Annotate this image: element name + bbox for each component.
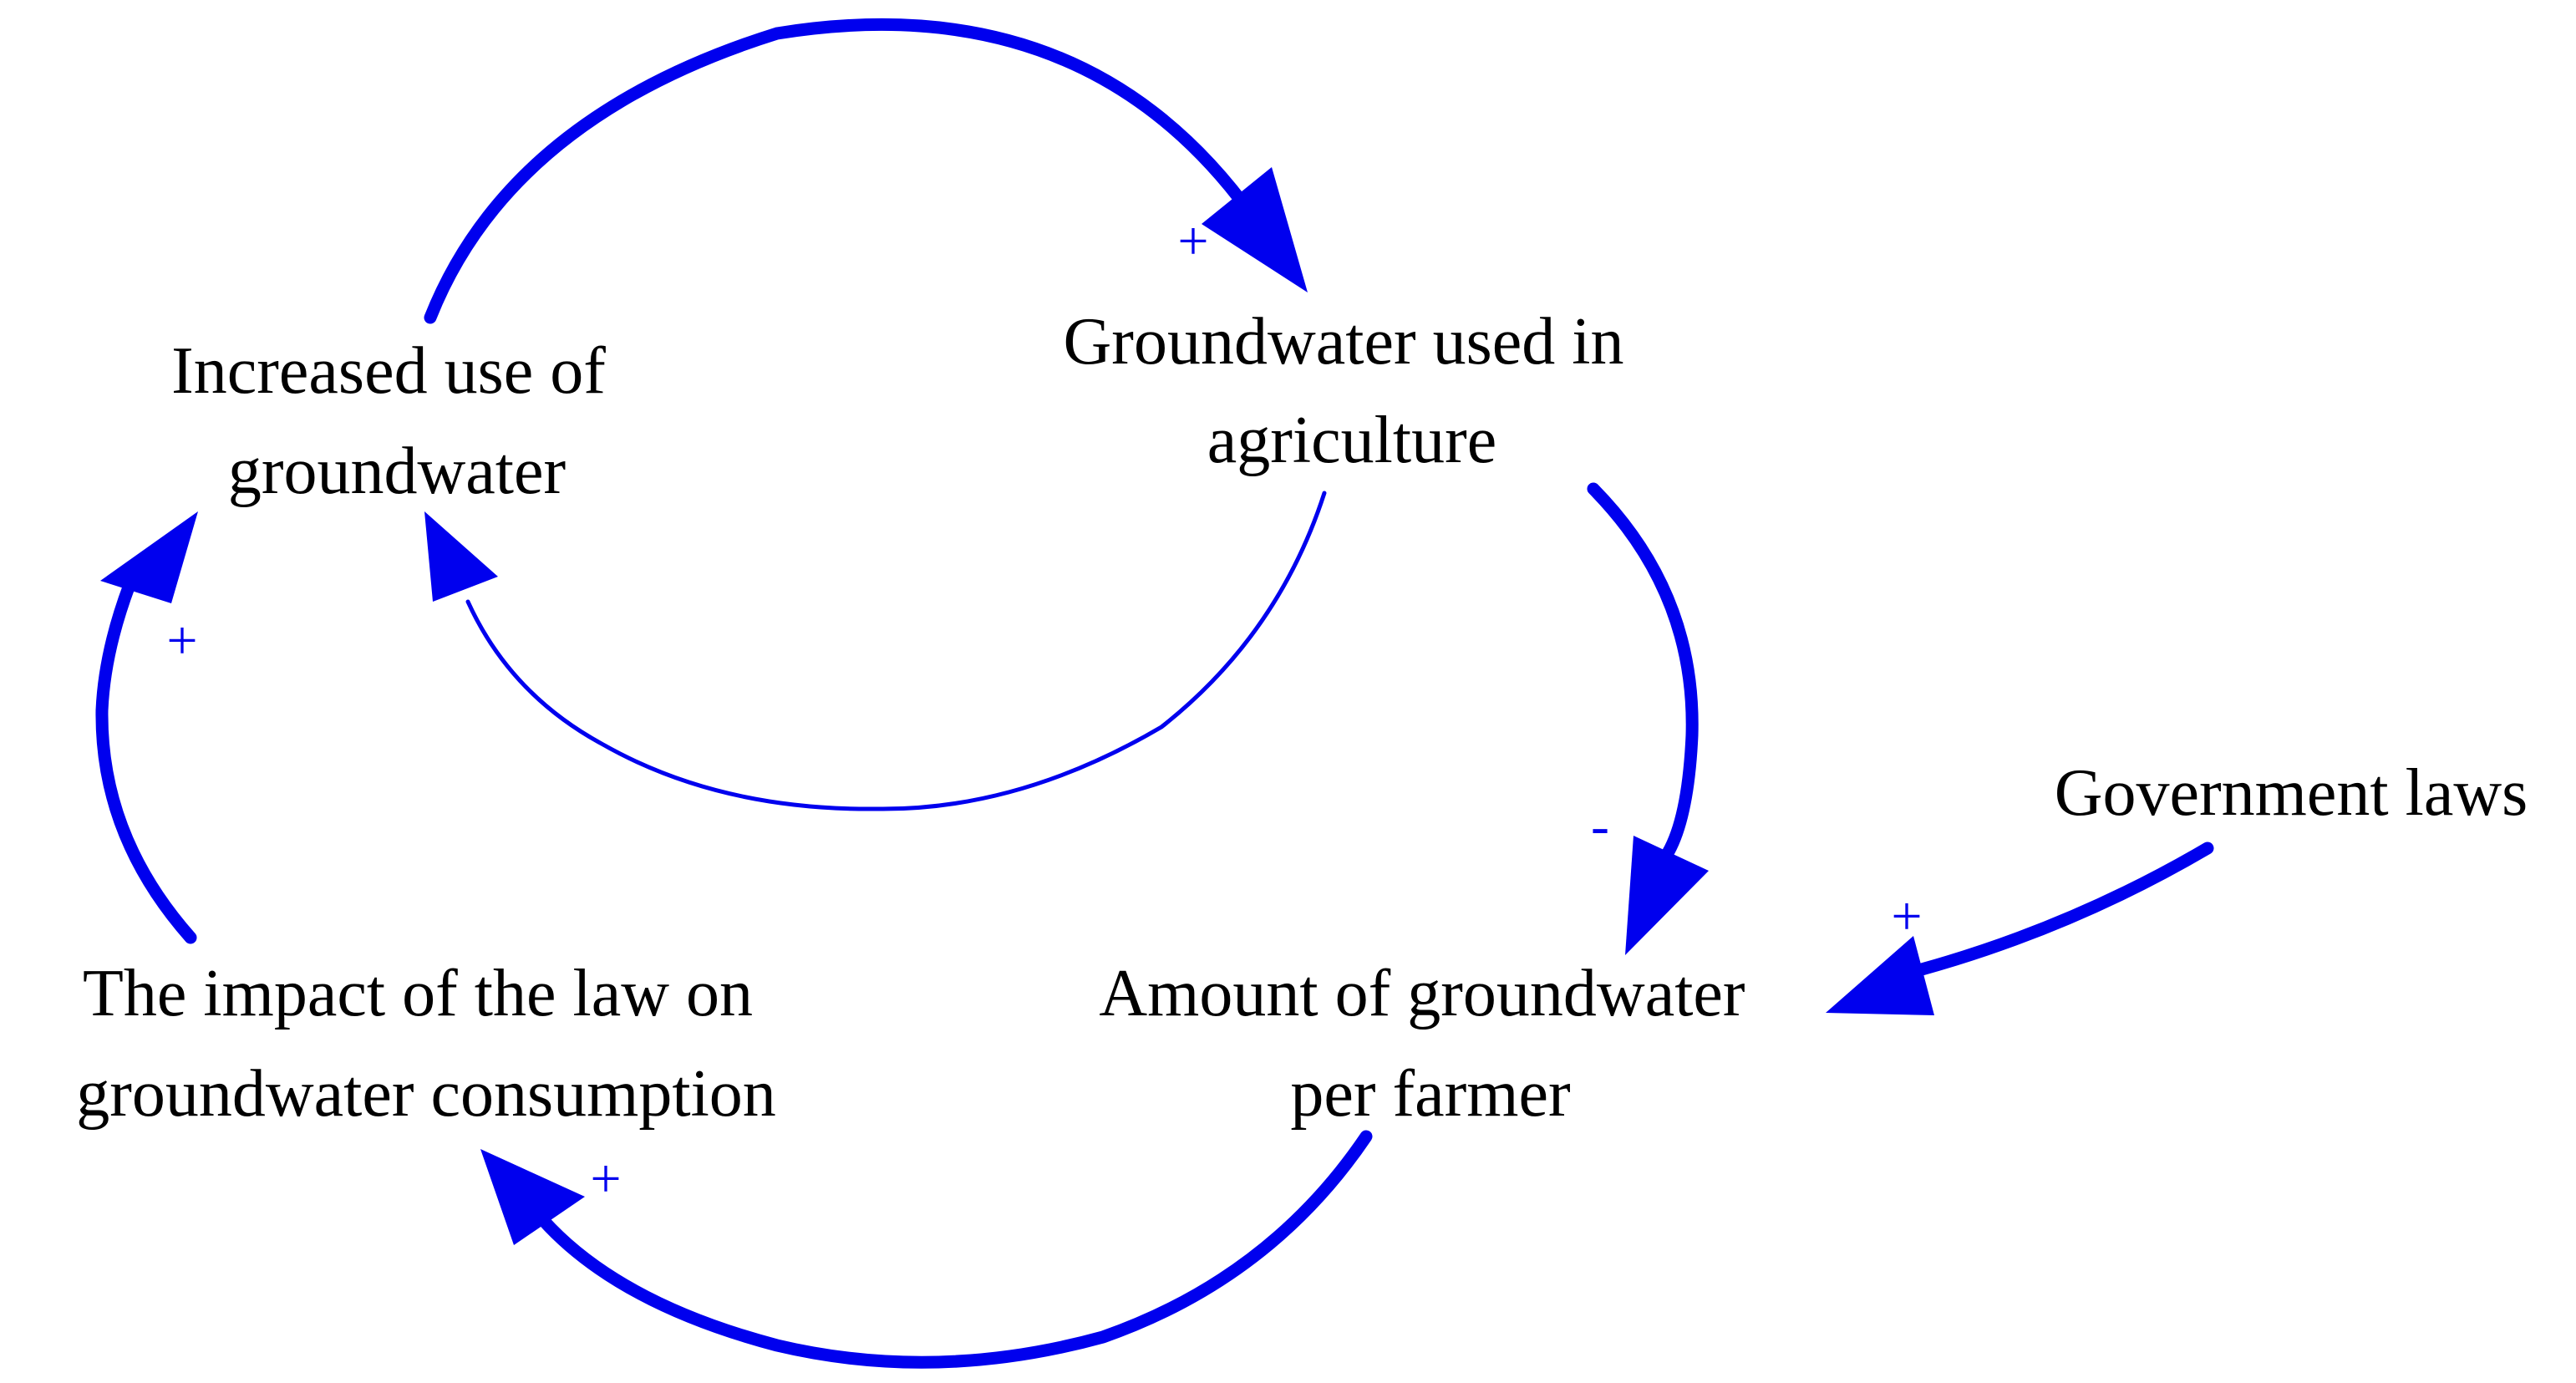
polarities: + + - + +	[166, 211, 1922, 1209]
node-increased-use-line-2: groundwater	[228, 435, 566, 508]
node-impact-of-law-line-1: The impact of the law on	[83, 957, 753, 1030]
node-increased-use: Increased use of groundwater	[171, 334, 622, 508]
polarity-impact-to-increased: +	[166, 610, 197, 671]
node-impact-of-law: The impact of the law on groundwater con…	[76, 957, 776, 1131]
links	[95, 18, 2214, 1369]
node-increased-use-line-1: Increased use of	[171, 334, 606, 408]
link-government-to-amount	[1915, 841, 2214, 976]
arrowhead-impact	[480, 1149, 585, 1245]
node-used-in-agriculture-line-2: agriculture	[1207, 404, 1496, 477]
node-amount-per-farmer-line-2: per farmer	[1290, 1057, 1570, 1131]
link-impact-to-increased	[95, 578, 197, 944]
arrowhead-increased-inner	[424, 511, 498, 602]
link-amount-to-impact	[536, 1130, 1373, 1369]
node-government-laws: Government laws	[2055, 756, 2528, 830]
node-used-in-agriculture-line-1: Groundwater used in	[1064, 305, 1624, 379]
polarity-government-to-amount: +	[1891, 886, 1922, 947]
nodes: Increased use of groundwater Groundwater…	[76, 305, 2528, 1131]
arrowhead-amount-top	[1625, 836, 1709, 955]
arrowhead-amount-right	[1826, 936, 1934, 1015]
node-government-laws-line-1: Government laws	[2055, 756, 2528, 830]
node-impact-of-law-line-2: groundwater consumption	[76, 1057, 776, 1131]
link-increased-to-agriculture	[424, 18, 1260, 324]
node-amount-per-farmer-line-1: Amount of groundwater	[1099, 957, 1745, 1030]
link-agriculture-to-amount	[1587, 482, 1699, 867]
polarity-amount-to-impact: +	[590, 1148, 621, 1209]
arrowhead-agriculture	[1202, 167, 1308, 292]
node-amount-per-farmer: Amount of groundwater per farmer	[1099, 957, 1761, 1131]
arrowhead-increased-left	[100, 511, 198, 603]
link-agriculture-to-increased	[465, 491, 1327, 811]
polarity-increased-to-agriculture: +	[1177, 211, 1208, 272]
polarity-agriculture-to-amount: -	[1591, 796, 1609, 857]
node-used-in-agriculture: Groundwater used in agriculture	[1064, 305, 1641, 477]
